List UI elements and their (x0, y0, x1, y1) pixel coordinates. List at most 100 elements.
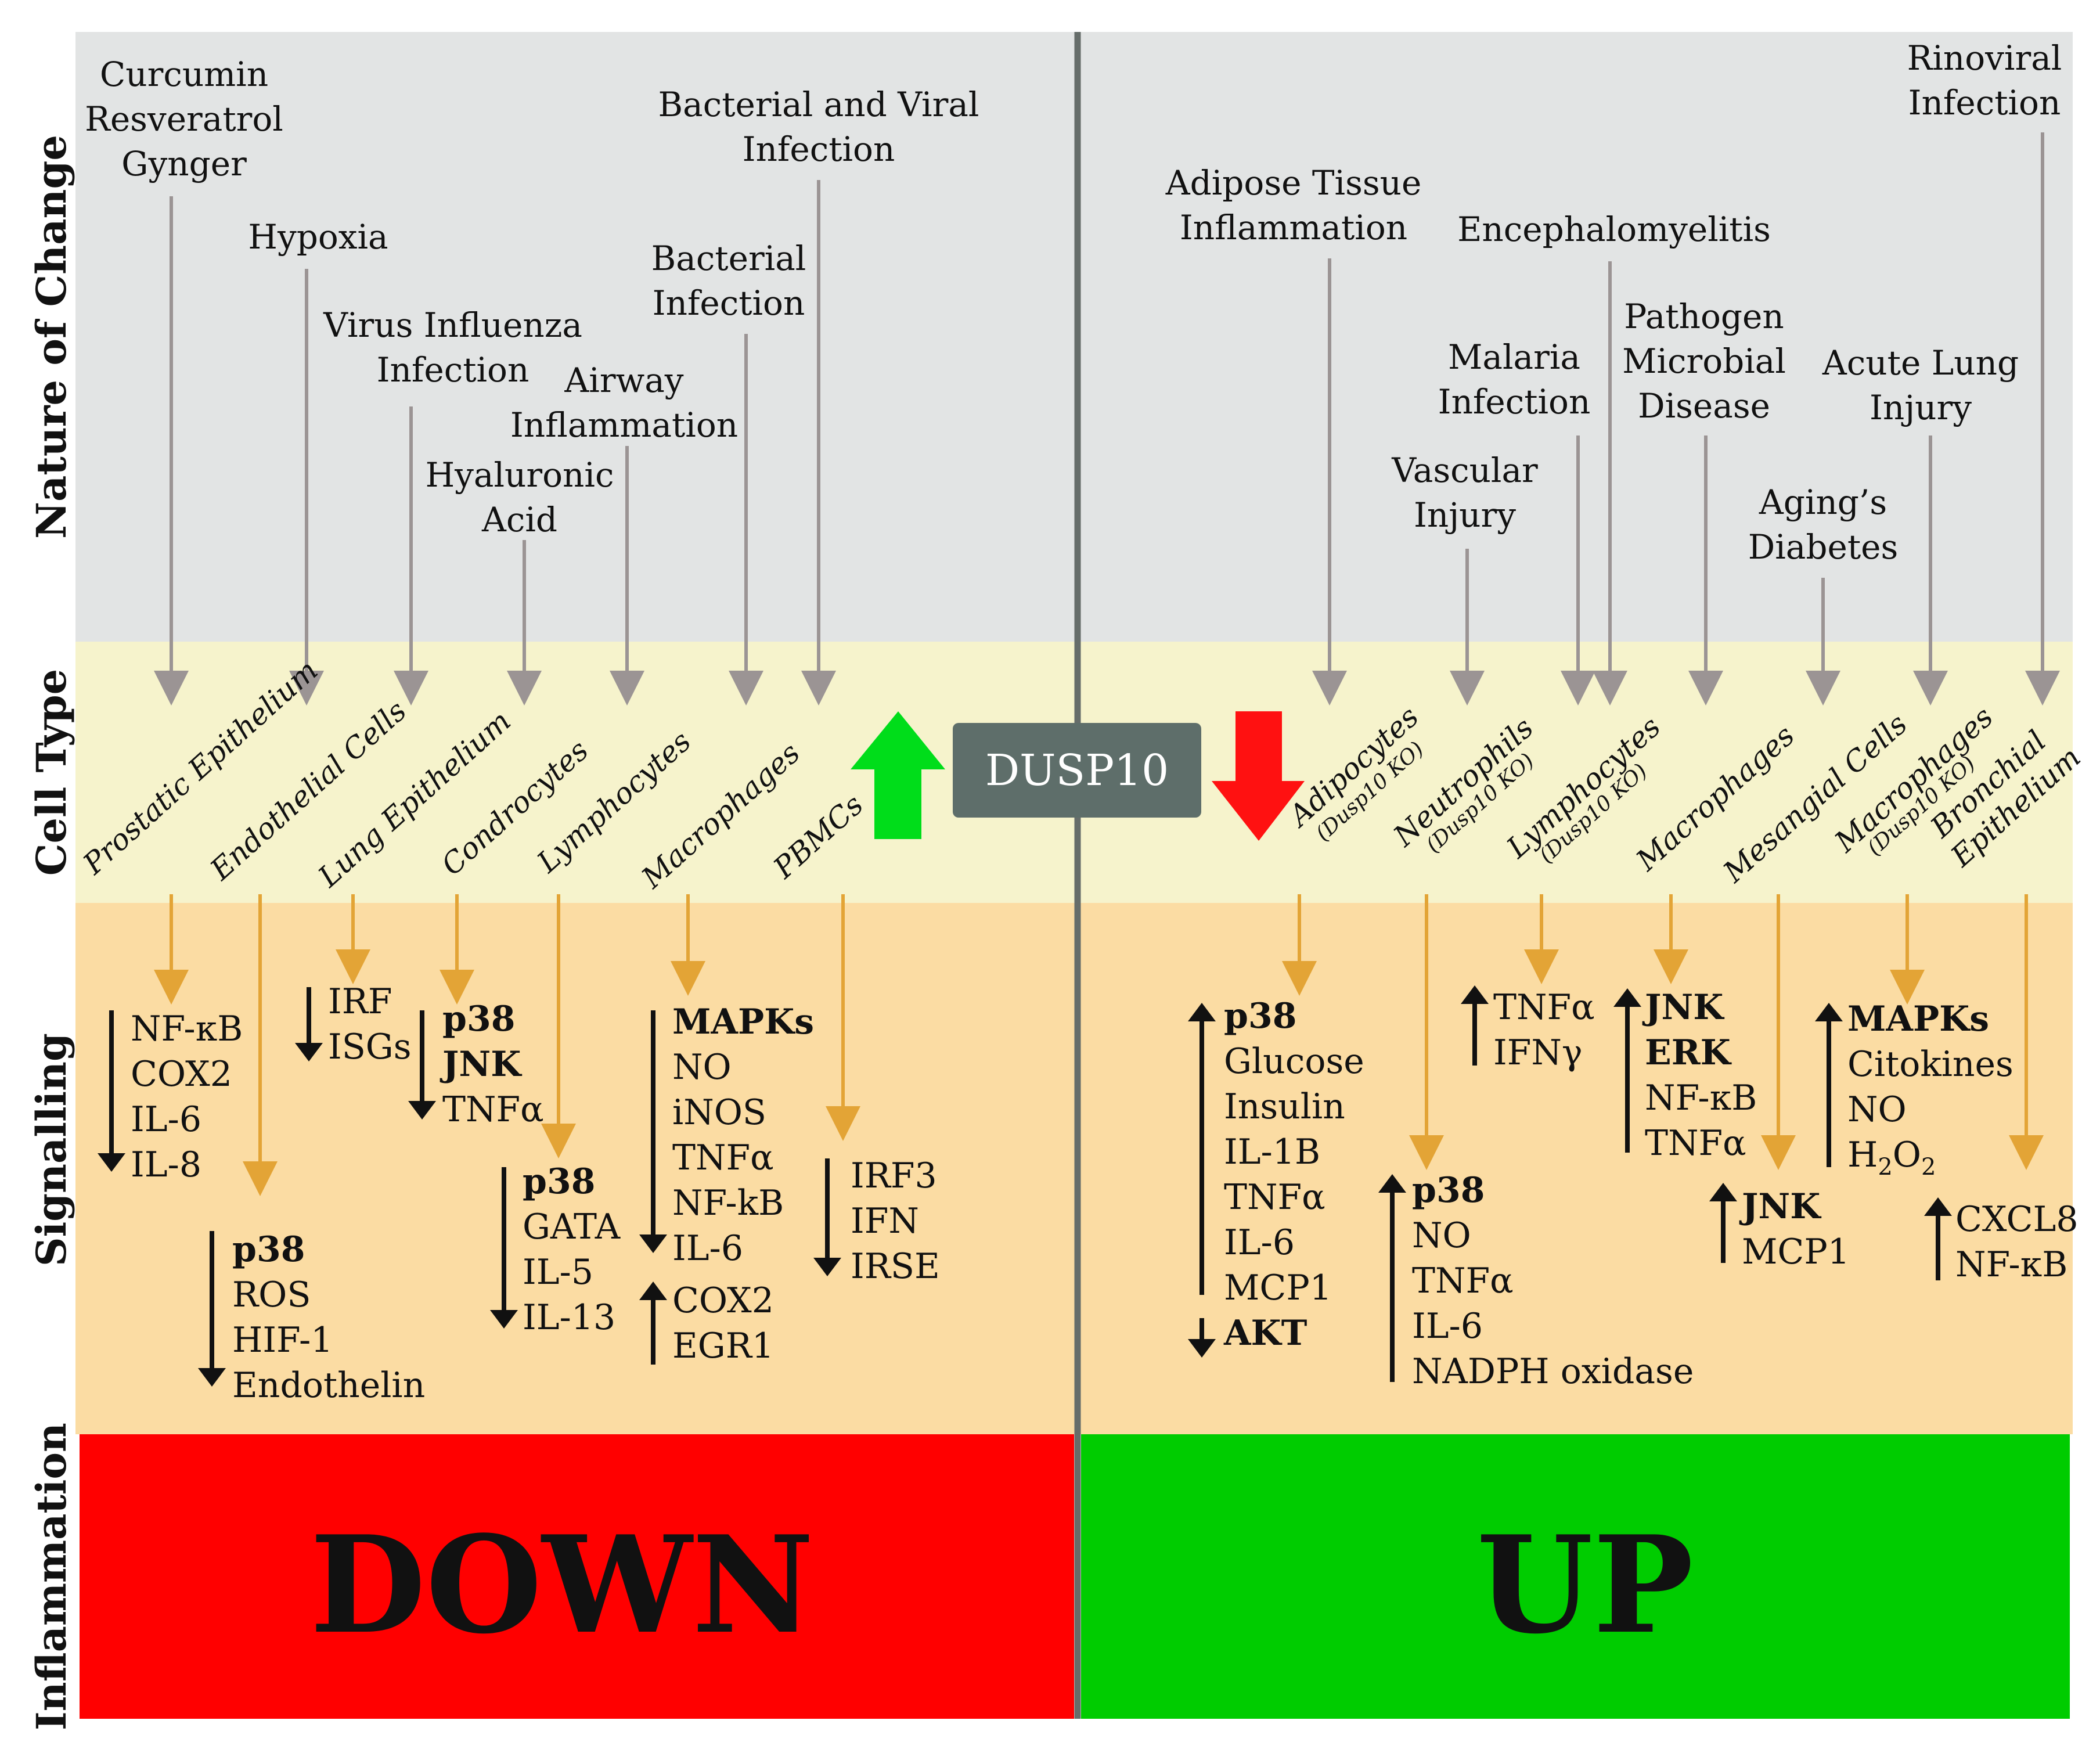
signal-item: IL-8 (131, 1144, 201, 1185)
signal-item: TNFα (1412, 1261, 1514, 1301)
signal-item: MCP1 (1742, 1232, 1850, 1272)
cause-line: Acute Lung (1822, 343, 2019, 383)
cause-acute-lung: Acute Lung Injury (1822, 343, 2019, 706)
row-label-signalling: Signalling (27, 1033, 75, 1266)
cause-hyaluronic: Hyaluronic Acid (426, 455, 614, 706)
cause-line: Gynger (121, 144, 247, 183)
signal-item: IL-6 (1224, 1222, 1295, 1263)
signal-item: p38 (1412, 1170, 1485, 1211)
signal-item: AKT (1223, 1313, 1307, 1354)
cause-line: Airway (564, 361, 683, 400)
signal-item: Insulin (1224, 1086, 1345, 1127)
cause-line: Infection (743, 129, 895, 169)
inflammation-down-label: DOWN (310, 1507, 814, 1664)
cause-line: Microbial (1622, 341, 1786, 381)
downregulation-arrow (1212, 711, 1305, 841)
signal-item: Endothelin (232, 1365, 425, 1406)
signal-item: p38 (523, 1161, 595, 1202)
right-causes: Adipose Tissue Inflammation Vascular Inj… (1165, 38, 2062, 706)
signal-item: EGR1 (672, 1326, 774, 1366)
signal-item: JNK (440, 1044, 522, 1085)
cause-pathogen: Pathogen Microbial Disease (1622, 297, 1786, 706)
cause-line: Infection (377, 350, 529, 390)
signal-item: JNK (1739, 1186, 1821, 1227)
cause-line: Resveratrol (85, 99, 283, 139)
cause-aging: Aging’s Diabetes (1748, 483, 1898, 706)
signal-item: NO (672, 1047, 732, 1088)
cause-line: Bacterial (651, 239, 806, 278)
signal-item: IFN (851, 1201, 919, 1241)
signal-item: TNFα (1493, 987, 1595, 1028)
signal-item: IRF (328, 981, 392, 1022)
cause-line: Disease (1638, 386, 1770, 426)
cause-line: Acid (481, 500, 557, 539)
cause-adipose: Adipose Tissue Inflammation (1165, 163, 1421, 706)
signal-item: p38 (442, 999, 515, 1039)
signal-item: COX2 (131, 1054, 232, 1095)
signal-item: ERK (1645, 1032, 1732, 1073)
cause-bacterial-viral: Bacterial and Viral Infection (658, 85, 979, 706)
subscript-digit: 2 (1921, 1154, 1936, 1180)
inflammation-up-block (1081, 1434, 2070, 1719)
dusp10-label: DUSP10 (985, 746, 1169, 796)
signal-item: JNK (1642, 987, 1724, 1028)
signal-item: ROS (232, 1275, 311, 1315)
signal-item: MCP1 (1224, 1268, 1332, 1308)
signal-item: IRF3 (851, 1156, 937, 1196)
cause-line: Injury (1414, 495, 1516, 535)
cause-rinoviral: Rinoviral Infection (1907, 38, 2062, 706)
dusp10-box (953, 723, 1201, 818)
row-label-inflammation: Inflammation (27, 1423, 75, 1730)
signal-item: p38 (232, 1229, 305, 1270)
signal-item: GATA (523, 1207, 621, 1247)
row-label-nature: Nature of Change (27, 135, 75, 539)
signal-item: IL-6 (131, 1099, 201, 1140)
cause-line: Pathogen (1624, 297, 1784, 336)
cause-line: Vascular (1391, 451, 1538, 490)
signal-item: ISGs (328, 1027, 412, 1067)
cause-line: Hypoxia (248, 217, 388, 257)
signal-item: IL-13 (523, 1297, 615, 1338)
signal-item-h2o2: H2O2 (1847, 1135, 1936, 1180)
left-signalling: NF-κB COX2 IL-6 IL-8 p38 ROS HIF-1 Endot… (98, 981, 940, 1406)
cause-line: Infection (1438, 382, 1591, 422)
signal-item: NO (1412, 1215, 1471, 1256)
signal-item: IL-1B (1224, 1132, 1320, 1172)
cause-line: Rinoviral (1907, 38, 2062, 78)
signal-item: IL-6 (1412, 1306, 1483, 1347)
signal-item: Citokines (1847, 1044, 2013, 1085)
formula-letter: O (1893, 1135, 1921, 1175)
signal-item: CXCL8 (1955, 1199, 2079, 1240)
cause-line: Hyaluronic (426, 455, 614, 495)
cause-line: Virus Influenza (323, 305, 582, 345)
cause-line: Aging’s (1759, 483, 1887, 522)
signal-item: NO (1847, 1089, 1907, 1130)
cause-airway: Airway Inflammation (510, 361, 738, 706)
signal-item: TNFα (1224, 1177, 1325, 1218)
cause-hypoxia: Hypoxia (248, 217, 388, 706)
formula-letter: H (1847, 1135, 1878, 1175)
signal-item: COX2 (672, 1280, 774, 1321)
inflammation-up-label: UP (1476, 1507, 1694, 1664)
upregulation-arrow (851, 711, 945, 839)
cause-line: Malaria (1448, 337, 1580, 377)
cause-line: Injury (1870, 388, 1972, 427)
signal-item: TNFα (442, 1089, 544, 1130)
signal-item: p38 (1224, 996, 1296, 1036)
signal-item: Glucose (1224, 1041, 1364, 1082)
signal-item: MAPKs (1847, 999, 1989, 1039)
cause-vascular: Vascular Injury (1391, 451, 1538, 706)
signalling-band (75, 903, 2073, 1434)
orange-arrows (154, 894, 2044, 1196)
signal-item: NF-κB (1645, 1078, 1757, 1118)
inflammation-down-block (80, 1434, 1074, 1719)
cause-line: Curcumin (100, 55, 268, 94)
right-signalling: p38 Glucose Insulin IL-1B TNFα IL-6 MCP1… (1188, 985, 2079, 1392)
cause-virus-influenza: Virus Influenza Infection (323, 305, 582, 706)
signal-item: NF-κB (1955, 1244, 2067, 1285)
cause-line: Infection (1908, 83, 2061, 123)
signal-item: IFNγ (1493, 1032, 1583, 1073)
left-causes: Curcumin Resveratrol Gynger Hypoxia Viru… (85, 55, 979, 706)
signal-item: NADPH oxidase (1412, 1351, 1694, 1392)
